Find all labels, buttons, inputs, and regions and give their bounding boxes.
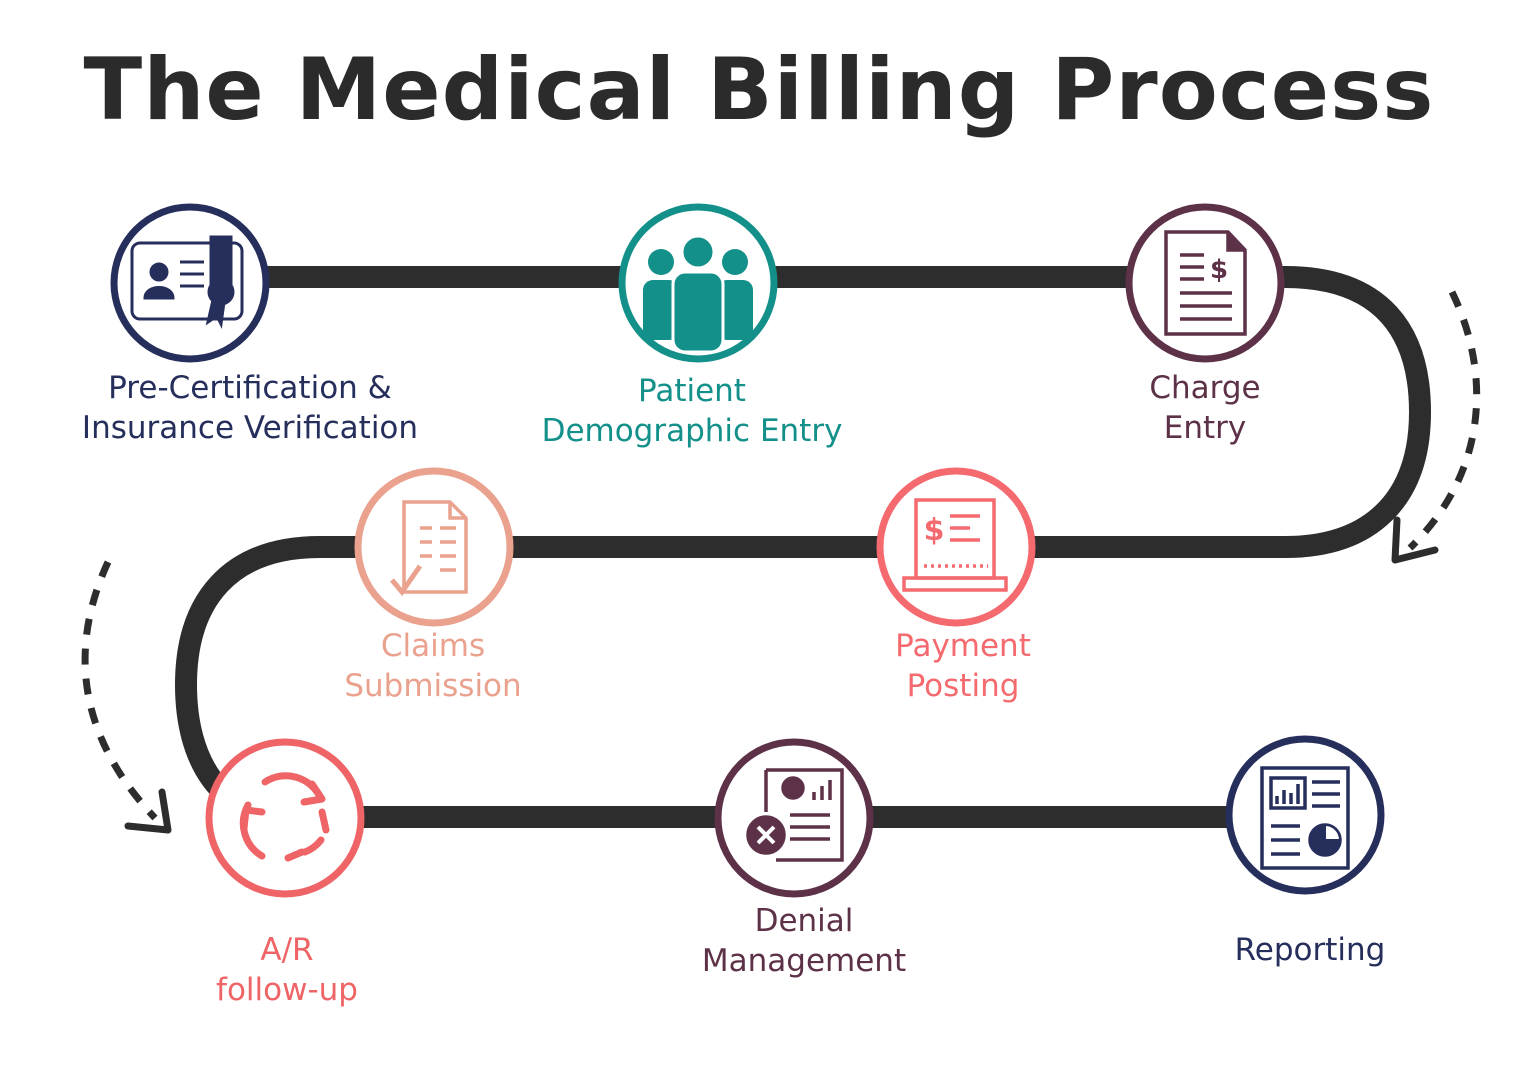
svg-text:$: $ <box>1210 255 1228 285</box>
insurance-card-icon <box>130 235 244 330</box>
step-node-ar-follow-up <box>205 738 365 898</box>
step-node-denial-management <box>714 738 874 898</box>
direction-arrow-left <box>81 560 172 834</box>
step-label-payment-posting: Payment Posting <box>895 628 1031 704</box>
step-label-ar-follow-up: A/R follow-up <box>216 932 358 1008</box>
invoice-dollar-icon: $ <box>1164 230 1247 336</box>
step-node-precertification <box>110 203 270 363</box>
payment-receipt-icon: $ <box>902 498 1008 592</box>
step-label-denial-management: Denial Management <box>701 903 907 979</box>
step-label-claims-submission: Claims Submission <box>344 628 522 704</box>
process-path <box>174 266 1432 828</box>
patient-group-icon <box>643 234 753 354</box>
step-node-reporting <box>1225 735 1385 895</box>
claim-document-check-icon <box>390 500 468 597</box>
step-node-payment-posting: $ <box>876 467 1036 627</box>
step-node-patient-demographic <box>618 203 778 363</box>
direction-arrow-right <box>1391 290 1481 564</box>
step-node-charge-entry: $ <box>1125 203 1285 363</box>
page-title: The Medical Billing Process <box>83 40 1435 140</box>
step-label-reporting: Reporting <box>1234 932 1386 968</box>
report-chart-icon <box>1260 766 1350 870</box>
svg-text:$: $ <box>924 513 945 548</box>
step-node-claims-submission <box>354 467 514 627</box>
denied-document-icon <box>746 768 844 862</box>
step-label-charge-entry: Charge Entry <box>1149 370 1261 446</box>
step-label-precertification: Pre-Certification & Insurance Verificati… <box>81 370 419 446</box>
refresh-cycle-icon <box>239 772 330 862</box>
step-label-patient-demographic: Patient Demographic Entry <box>541 373 843 449</box>
